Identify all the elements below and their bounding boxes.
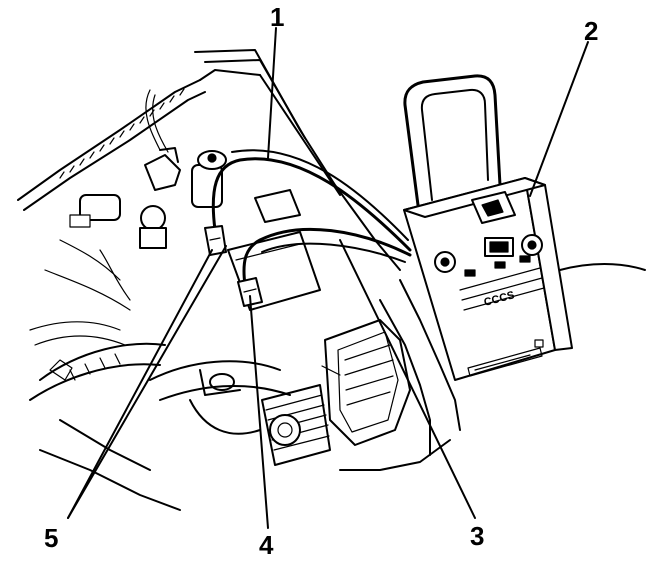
brake-fluid-reservoir: [191, 150, 227, 208]
callout-labels: 1 2 3 4 5: [44, 2, 598, 560]
callout-4: 4: [259, 530, 274, 560]
charger-cables: [211, 149, 412, 287]
callout-5: 5: [44, 523, 58, 553]
leader-line-2: [529, 41, 589, 197]
negative-clamp: [237, 277, 263, 307]
leader-lines: [67, 27, 589, 529]
leader-line-5a: [67, 249, 213, 519]
headlamp-assembly: [324, 319, 411, 446]
engine-components-left: [29, 89, 181, 401]
callout-3: 3: [470, 521, 484, 551]
callout-2: 2: [584, 16, 598, 46]
open-hood: [17, 69, 261, 211]
radiator-support: [149, 360, 341, 435]
battery-charger-unit: CCCS: [403, 74, 646, 381]
leader-line-1: [267, 27, 277, 159]
positive-clamp: [204, 225, 227, 256]
leader-line-3: [339, 239, 476, 519]
vehicle-body: [39, 49, 461, 511]
radiator-grille: [261, 384, 331, 466]
leader-line-5b: [67, 245, 227, 519]
leader-line-4: [249, 295, 269, 529]
callout-1: 1: [270, 2, 284, 32]
